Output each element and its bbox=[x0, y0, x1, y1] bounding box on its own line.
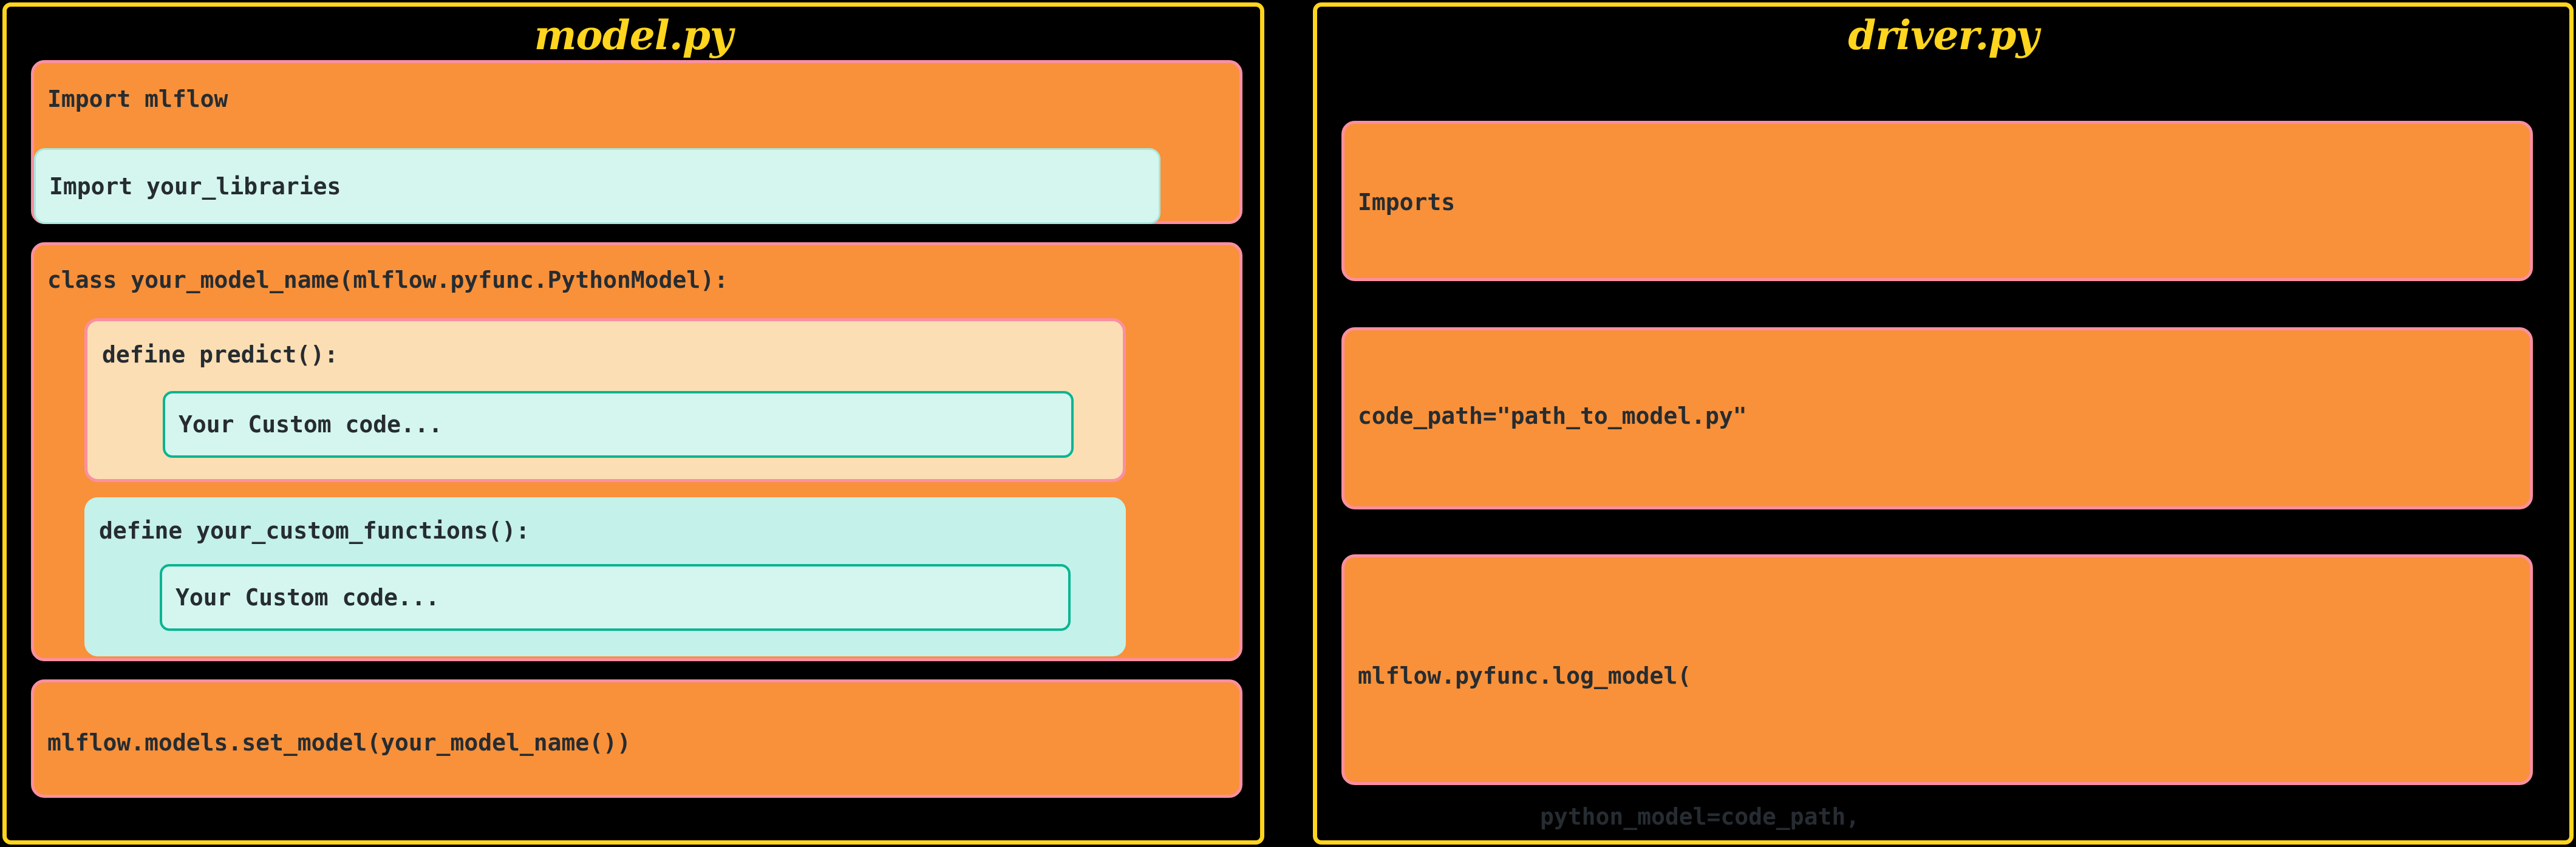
panel-model-py: model.py Import mlflow Import your_libra… bbox=[2, 2, 1264, 845]
block-set-model: mlflow.models.set_model(your_model_name(… bbox=[31, 679, 1242, 798]
block-driver-code-path: code_path="path_to_model.py" bbox=[1341, 327, 2533, 509]
panel-title-driver-py: driver.py bbox=[1848, 12, 2039, 59]
block-class-definition: class your_model_name(mlflow.pyfunc.Pyth… bbox=[31, 242, 1242, 661]
code-line-custom-functions-custom-code: Your Custom code... bbox=[175, 584, 440, 611]
panel-driver-py: driver.py Imports code_path="path_to_mod… bbox=[1313, 2, 2574, 845]
code-line-set-model: mlflow.models.set_model(your_model_name(… bbox=[47, 729, 631, 756]
code-line-class-signature: class your_model_name(mlflow.pyfunc.Pyth… bbox=[47, 267, 729, 293]
code-line-log-model-open: mlflow.pyfunc.log_model( bbox=[1358, 662, 1692, 689]
code-line-define-predict: define predict(): bbox=[102, 341, 338, 368]
code-line-import-your-libraries: Import your_libraries bbox=[49, 173, 341, 200]
block-import-your-libraries: Import your_libraries bbox=[34, 148, 1160, 224]
block-define-predict: define predict(): Your Custom code... bbox=[84, 318, 1126, 482]
block-predict-custom-code: Your Custom code... bbox=[163, 391, 1074, 458]
code-block-driver-log-model: mlflow.pyfunc.log_model( python_model=co… bbox=[1358, 618, 2054, 847]
code-line-driver-code-path: code_path="path_to_model.py" bbox=[1358, 403, 1747, 429]
block-driver-imports: Imports bbox=[1341, 121, 2533, 281]
block-driver-log-model: mlflow.pyfunc.log_model( python_model=co… bbox=[1341, 554, 2533, 828]
block-custom-functions-custom-code: Your Custom code... bbox=[160, 564, 1071, 631]
code-line-import-mlflow: Import mlflow bbox=[47, 86, 228, 112]
block-imports: Import mlflow Import your_libraries bbox=[31, 60, 1242, 224]
code-line-log-model-python-model: python_model=code_path, bbox=[1540, 803, 1860, 830]
panel-title-model-py: model.py bbox=[534, 12, 734, 59]
code-line-driver-imports: Imports bbox=[1358, 189, 1456, 216]
code-line-define-custom-functions: define your_custom_functions(): bbox=[99, 517, 530, 544]
code-line-predict-custom-code: Your Custom code... bbox=[179, 411, 443, 438]
block-define-custom-functions: define your_custom_functions(): Your Cus… bbox=[84, 497, 1126, 656]
